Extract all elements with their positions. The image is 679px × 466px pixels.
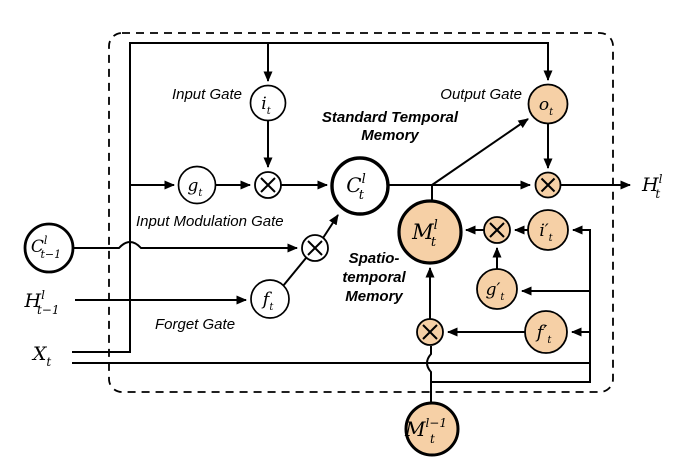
edge-junction-to-output-gate — [431, 118, 529, 186]
spatiotemporal-memory-caption-line2: temporal — [342, 269, 406, 286]
modulation-gate-node-label: gt — [188, 176, 204, 199]
spatiotemporal-memory-caption-line3: Memory — [345, 288, 403, 305]
input-gate-prime-label: i′t — [539, 221, 553, 244]
input-gate-node — [249, 84, 287, 122]
input-gate-caption: Input Gate — [172, 86, 242, 103]
modulation-gate-prime-label: g′t — [486, 280, 506, 303]
multiply-icon-forget-prime — [416, 318, 444, 346]
standard-temporal-memory-caption-line2: Memory — [361, 127, 419, 144]
modulation-gate-prime-node — [476, 268, 518, 310]
standard-temporal-memory-caption-line1: Standard Temporal — [322, 109, 459, 126]
forget-gate-caption: Forget Gate — [155, 316, 235, 333]
multiply-icon-forget — [301, 234, 329, 262]
multiply-icon-output — [534, 171, 562, 199]
input-gate-prime-node — [527, 209, 569, 251]
output-gate-caption: Output Gate — [440, 86, 522, 103]
spatiotemporal-memory-caption-line1: Spatio- — [349, 250, 400, 267]
spatiotemporal-memory-node — [397, 199, 463, 265]
multiply-icon-input-prime — [483, 216, 511, 244]
input-modulation-gate-caption: Input Modulation Gate — [136, 213, 284, 230]
edge-input-bus-to-output-gate — [72, 42, 553, 353]
output-gate-node — [527, 83, 569, 125]
annotations: Input Gate Output Gate Input Modulation … — [136, 86, 522, 333]
multiply-icon-input — [254, 171, 282, 199]
input-label: Xt — [31, 343, 52, 369]
forget-gate-prime-node — [524, 310, 568, 354]
nodes — [23, 83, 569, 457]
edge-forget-multiply-to-temporal-memory — [322, 214, 339, 239]
forget-gate-node — [250, 279, 290, 319]
modulation-gate-node — [177, 165, 217, 205]
input-gate-node-label: it — [261, 94, 271, 117]
edge-prev-cell-to-forget-multiply — [73, 241, 298, 253]
edge-memory-below-to-multiply — [426, 346, 432, 403]
temporal-memory-node — [330, 156, 390, 216]
edge-forget-gate-to-multiply — [282, 257, 307, 287]
edges — [72, 42, 631, 403]
forget-gate-prime-label: f′t — [535, 322, 553, 346]
output-gate-node-label: ot — [539, 95, 554, 118]
memory-below-node — [404, 401, 460, 457]
cell-boundary-dashed-border — [108, 32, 614, 393]
prev-cell-node — [23, 222, 75, 274]
edge-right-bus-to-input-gate-prime — [431, 225, 591, 383]
multiply-nodes — [254, 171, 562, 346]
